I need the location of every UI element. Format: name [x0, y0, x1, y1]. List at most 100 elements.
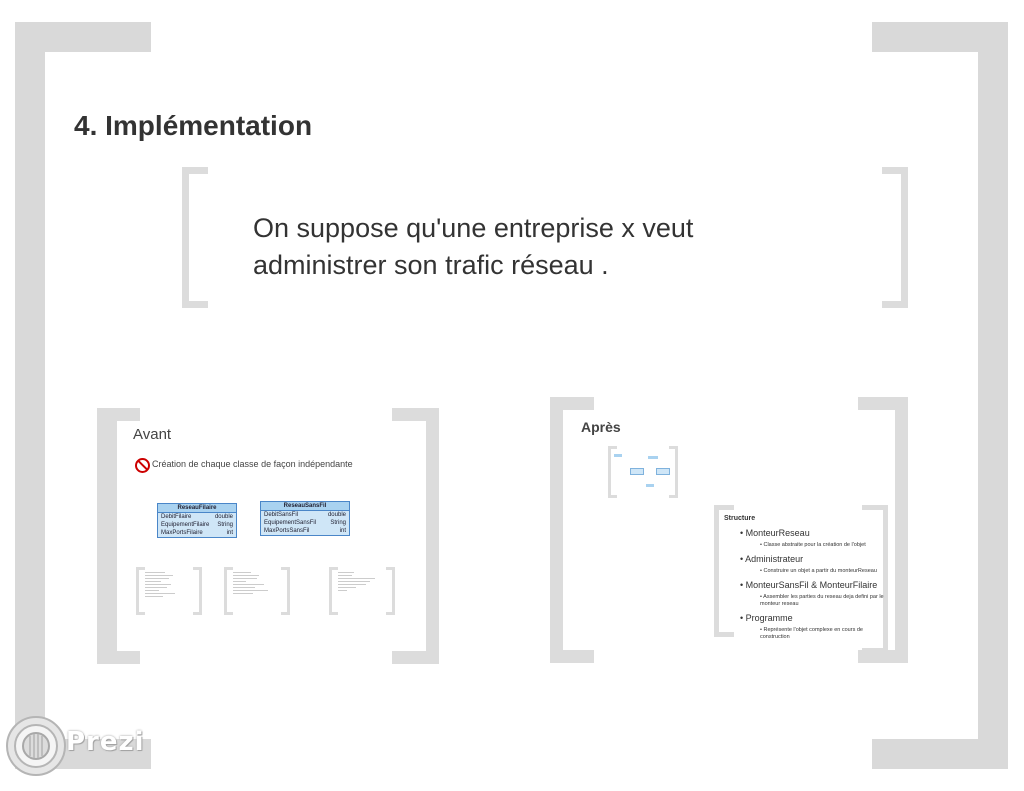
mini-bracket: [608, 495, 617, 498]
structure-item-label: MonteurSansFil & MonteurFilaire: [745, 580, 878, 590]
mini-bracket: [281, 612, 290, 615]
uml-attribute-row: EquipementSansFil String: [261, 519, 349, 527]
structure-item-label: Administrateur: [745, 554, 804, 564]
mini-bracket: [669, 495, 678, 498]
code-thumbnail-3[interactable]: [329, 567, 395, 615]
structure-sub: • Représente l'objet complexe en cours d…: [760, 627, 863, 640]
mini-bracket: [199, 567, 202, 615]
uml-attr-type: int: [339, 528, 346, 534]
apres-bracket-left-side: [550, 397, 563, 663]
uml-attr-name: MaxPortsSansFil: [264, 528, 310, 534]
structure-title: Structure: [724, 515, 756, 522]
frame-bracket-right-side: [978, 22, 1008, 769]
structure-sub: • Construire un objet a partir du monteu…: [760, 568, 877, 574]
apres-title: Après: [581, 419, 621, 435]
diagram-node: [656, 468, 670, 475]
avant-bracket-left-bottom: [97, 651, 140, 664]
avant-note: Création de chaque classe de façon indép…: [152, 459, 353, 469]
intro-bracket-left-side: [182, 167, 189, 308]
mini-bracket: [193, 612, 202, 615]
uml-class-name: ReseauFilaire: [158, 504, 236, 513]
structure-bracket-left-bottom: [714, 632, 734, 637]
prezi-logo-icon: [6, 716, 66, 776]
prohibited-icon: [135, 458, 150, 473]
prezi-logo[interactable]: [4, 714, 128, 778]
structure-bracket-right-top: [862, 505, 888, 510]
uml-attr-type: double: [327, 512, 346, 518]
uml-attr-type: String: [217, 522, 233, 528]
mini-bracket: [329, 612, 338, 615]
mini-bracket: [669, 446, 678, 449]
intro-bracket-right-top: [882, 167, 908, 174]
structure-sub-text: Construire un objet a partir du monteurR…: [763, 568, 877, 574]
prezi-logo-text: Prezi: [66, 727, 145, 757]
mini-bracket: [136, 567, 139, 615]
uml-attr-type: String: [330, 520, 346, 526]
structure-item-label: Programme: [745, 613, 793, 623]
mini-bracket: [224, 567, 227, 615]
mini-bracket: [136, 567, 145, 570]
mini-bracket: [193, 567, 202, 570]
mini-bracket: [329, 567, 332, 615]
structure-sub: • Assembler les parties du reseau deja d…: [760, 594, 884, 607]
mini-bracket: [224, 612, 233, 615]
structure-bracket-left-top: [714, 505, 734, 510]
intro-text: On suppose qu'une entreprise x veut admi…: [253, 210, 793, 284]
structure-sub-text: Classe abstraite pour la création de l'o…: [763, 542, 866, 548]
structure-panel: Structure • MonteurReseau • Classe abstr…: [724, 515, 884, 646]
structure-item: • MonteurSansFil & MonteurFilaire: [740, 580, 878, 590]
intro-bracket-left-top: [182, 167, 208, 174]
uml-attribute-row: EquipementFilaire String: [158, 521, 236, 529]
structure-item: • MonteurReseau: [740, 528, 810, 538]
diagram-node: [630, 468, 644, 475]
structure-sub-text: Assembler les parties du reseau deja def…: [760, 594, 884, 607]
mini-bracket: [608, 446, 611, 498]
avant-bracket-right-side: [426, 408, 439, 664]
intro-line-2: administrer son trafic réseau .: [253, 250, 609, 280]
apres-bracket-right-side: [895, 397, 908, 663]
intro-bracket-left-bottom: [182, 301, 208, 308]
structure-sub-text: Représente l'objet complexe en cours de …: [760, 627, 863, 640]
mini-bracket: [136, 612, 145, 615]
mini-bracket: [386, 612, 395, 615]
code-lines: [233, 572, 277, 596]
avant-bracket-right-bottom: [392, 651, 439, 664]
structure-sub: • Classe abstraite pour la création de l…: [760, 542, 866, 548]
uml-attr-name: DebitSansFil: [264, 512, 299, 518]
diagram-thumbnail[interactable]: [608, 446, 678, 498]
structure-item: • Administrateur: [740, 554, 804, 564]
mini-bracket: [224, 567, 233, 570]
mini-bracket: [386, 567, 395, 570]
structure-bracket-right-side: [883, 505, 888, 653]
intro-line-1: On suppose qu'une entreprise x veut: [253, 213, 694, 243]
structure-bracket-right-bottom: [862, 648, 888, 653]
mini-bracket: [287, 567, 290, 615]
mini-bracket: [675, 446, 678, 498]
uml-attr-name: EquipementSansFil: [264, 520, 317, 526]
diagram-node: [646, 484, 654, 487]
uml-attr-type: int: [226, 530, 233, 536]
avant-bracket-left-side: [97, 408, 117, 664]
code-thumbnail-1[interactable]: [136, 567, 202, 615]
code-lines: [338, 572, 384, 593]
mini-bracket: [281, 567, 290, 570]
uml-attribute-row: DebitSansFil double: [261, 511, 349, 519]
structure-item-label: MonteurReseau: [745, 528, 810, 538]
slide-title: 4. Implémentation: [74, 110, 313, 141]
frame-bracket-left-side: [15, 22, 45, 769]
code-thumbnail-2[interactable]: [224, 567, 290, 615]
intro-bracket-right-side: [901, 167, 908, 308]
structure-bracket-left-side: [714, 505, 719, 637]
diagram-node: [614, 454, 622, 457]
avant-title: Avant: [133, 426, 172, 443]
mini-bracket: [329, 567, 338, 570]
frame-bracket-right-bottom: [872, 739, 1008, 769]
structure-item: • Programme: [740, 613, 793, 623]
mini-bracket: [392, 567, 395, 615]
uml-attr-name: EquipementFilaire: [161, 522, 210, 528]
uml-attr-type: double: [214, 514, 233, 520]
apres-bracket-left-bottom: [550, 650, 594, 663]
